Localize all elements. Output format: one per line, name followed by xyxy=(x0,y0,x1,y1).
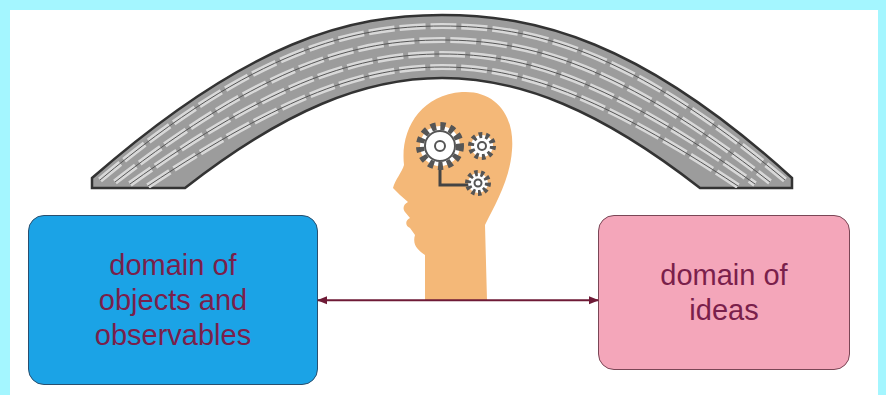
head-silhouette xyxy=(393,92,512,300)
box-label: domain of ideas xyxy=(644,258,804,328)
gears xyxy=(420,126,493,193)
domain-box: domain of objects and observables xyxy=(28,215,318,385)
double-arrow xyxy=(318,299,598,301)
domain-box: domain of ideas xyxy=(598,215,850,370)
box-label: domain of objects and observables xyxy=(83,248,263,353)
